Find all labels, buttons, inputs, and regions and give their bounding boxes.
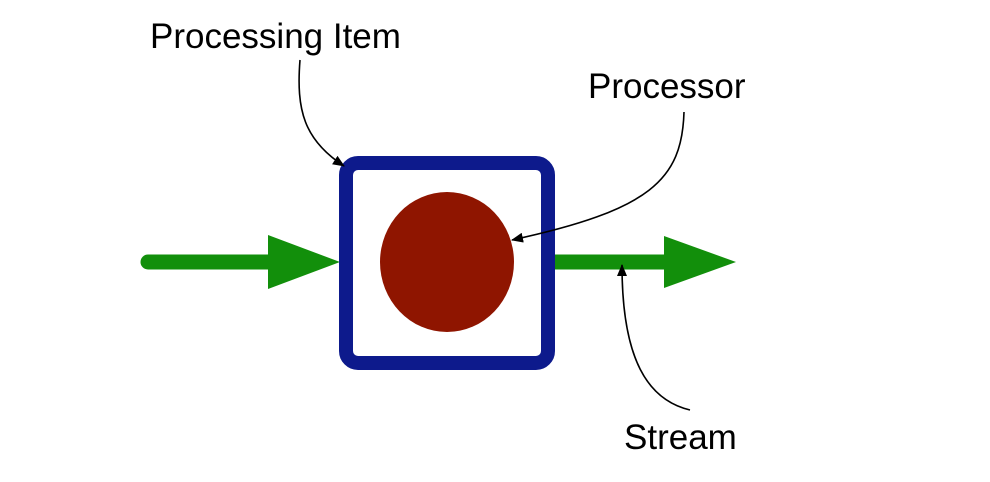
- processing-item-callout-line: [298, 59, 345, 167]
- outgoing-stream-arrow: [553, 236, 736, 288]
- processor-circle: [380, 192, 514, 332]
- processor-callout-line: [511, 111, 685, 243]
- stream-label: Stream: [624, 418, 737, 457]
- stream-callout-line: [617, 264, 691, 411]
- processor-label: Processor: [588, 67, 746, 106]
- incoming-stream-arrow: [140, 235, 340, 289]
- processing-item-label: Processing Item: [150, 17, 401, 56]
